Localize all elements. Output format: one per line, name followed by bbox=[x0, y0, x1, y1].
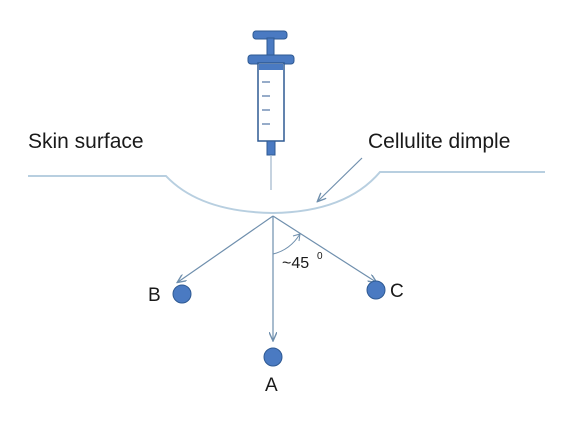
cellulite-dimple-label: Cellulite dimple bbox=[368, 130, 510, 153]
skin-surface-label: Skin surface bbox=[28, 130, 144, 153]
syringe-plunger-head bbox=[259, 64, 283, 70]
syringe-barrel bbox=[257, 62, 285, 142]
angle-unit-superscript: 0 bbox=[317, 251, 323, 262]
point-b-label: B bbox=[148, 285, 161, 306]
dimple-pointer-arrow bbox=[318, 157, 363, 201]
angle-label: ~45 bbox=[282, 255, 309, 272]
angle-arc-tick bbox=[292, 233, 301, 242]
angle-arc bbox=[272, 233, 301, 255]
point-c-label: C bbox=[390, 281, 404, 302]
syringe-icon bbox=[247, 30, 295, 190]
point-c-dot bbox=[366, 280, 386, 300]
point-a-dot bbox=[263, 347, 283, 367]
syringe-hub bbox=[266, 140, 276, 156]
point-b-dot bbox=[172, 284, 192, 304]
arrow-to-b bbox=[178, 215, 274, 282]
arrow-to-c bbox=[272, 215, 376, 282]
point-a-label: A bbox=[265, 375, 278, 396]
syringe-graduations bbox=[262, 81, 270, 125]
skin-surface-line bbox=[28, 171, 545, 215]
